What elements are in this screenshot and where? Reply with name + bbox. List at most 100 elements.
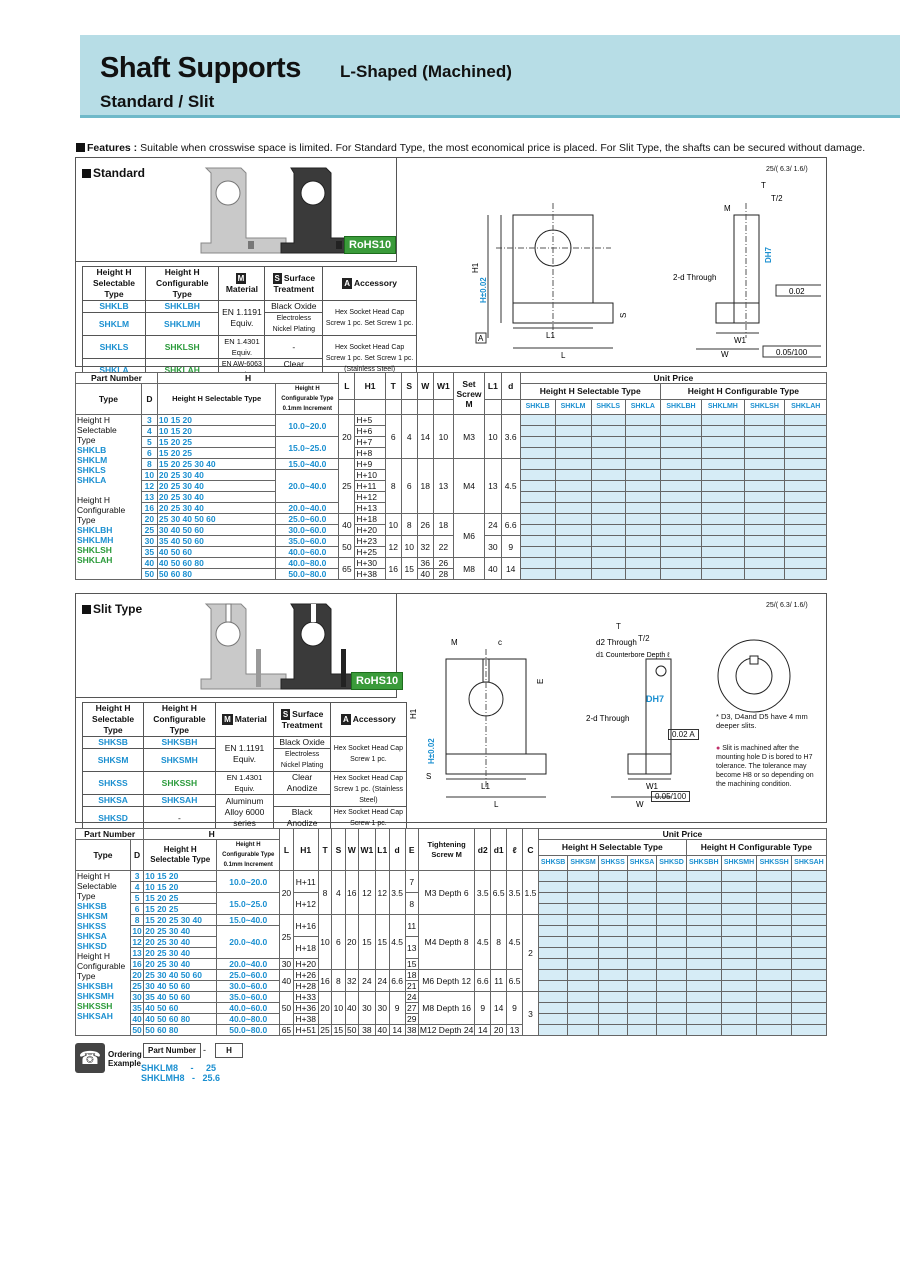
table-cell: M6 — [453, 513, 486, 558]
price-cell — [701, 491, 745, 503]
table-cell: 50 — [344, 1024, 359, 1036]
price-cell — [656, 870, 687, 882]
price-cell — [626, 936, 658, 948]
price-cell — [720, 991, 758, 1003]
table-cell: H+51 — [292, 1024, 319, 1036]
price-cell — [519, 546, 556, 558]
table-cell: 13 — [484, 458, 502, 514]
price-cell — [659, 447, 703, 459]
price-cell — [659, 469, 703, 481]
price-cell — [701, 513, 745, 525]
table-cell: 20 — [317, 991, 333, 1025]
price-cell — [756, 1013, 792, 1025]
dim-m: M — [451, 638, 458, 647]
table-cell: 35.0~60.0 — [275, 535, 340, 547]
price-cell — [624, 480, 661, 492]
price-cell — [590, 535, 626, 547]
table-cell: 15 — [357, 914, 376, 970]
price-cell — [656, 947, 687, 959]
price-cell — [626, 925, 658, 937]
price-cell — [626, 870, 658, 882]
table-cell: 16 — [140, 502, 158, 514]
features-label: Features : — [87, 142, 138, 154]
price-cell — [567, 1024, 599, 1036]
dim-w: W — [721, 350, 729, 359]
price-cell — [756, 903, 792, 915]
price-cell — [790, 870, 828, 882]
table-cell: 8 — [490, 914, 508, 970]
price-cell — [597, 881, 628, 893]
table-cell: 25 — [129, 980, 145, 992]
table-cell: 27 — [404, 1002, 419, 1014]
price-cell — [624, 524, 661, 536]
price-cell — [590, 524, 626, 536]
table-cell: 32 — [416, 535, 434, 558]
price-cell — [784, 557, 827, 569]
price-cell — [567, 969, 599, 981]
price-cell — [624, 491, 661, 503]
table-cell: 6.6 — [388, 969, 406, 992]
table-cell: M4 — [453, 458, 486, 514]
table-cell: 9 — [388, 991, 406, 1025]
price-cell — [519, 557, 556, 569]
price-cell — [537, 914, 569, 926]
label-d2-through: d2 Through — [596, 638, 637, 647]
price-cell — [597, 936, 628, 948]
table-cell: 38 — [357, 1024, 376, 1036]
price-cell — [743, 568, 786, 580]
price-cell — [537, 870, 569, 882]
table-cell: 25.0~60.0 — [275, 513, 340, 525]
price-cell — [756, 870, 792, 882]
table-cell: 12 — [384, 535, 402, 558]
table-cell: 15.0~25.0 — [216, 892, 281, 915]
slit-spec-table: Part Number H L H1 T S W W1 L1 d E Tight… — [74, 828, 828, 1036]
table-cell: H+20 — [354, 524, 386, 536]
table-cell: 3.5 — [474, 870, 492, 915]
dim-h1: H1 — [409, 708, 418, 719]
price-cell — [756, 991, 792, 1003]
table-cell: 9 — [500, 535, 521, 558]
price-cell — [537, 969, 569, 981]
label-2d-through: 2-d Through — [673, 273, 716, 282]
price-cell — [537, 892, 569, 904]
table-cell: M8 Depth 16 — [417, 991, 476, 1025]
slit-title: Slit Type — [82, 602, 142, 616]
table-cell: 6 — [140, 447, 158, 459]
table-cell: 25 — [140, 524, 158, 536]
price-cell — [626, 1013, 658, 1025]
dim-w: W — [636, 800, 644, 809]
standard-product-photo — [200, 167, 366, 254]
table-cell: 30.0~60.0 — [216, 980, 281, 992]
price-cell — [790, 892, 828, 904]
table-cell: 40 — [416, 568, 434, 580]
price-cell — [784, 524, 827, 536]
table-cell: 20 25 30 40 — [143, 925, 218, 937]
price-cell — [626, 892, 658, 904]
price-cell — [554, 568, 592, 580]
table-cell: 18 — [416, 458, 434, 514]
table-cell: 4 — [331, 870, 346, 915]
price-cell — [701, 557, 745, 569]
rohs-badge: RoHS10 — [344, 236, 397, 254]
price-cell — [519, 425, 556, 437]
price-cell — [784, 513, 827, 525]
price-cell — [519, 502, 556, 514]
price-cell — [626, 958, 658, 970]
table-cell: 6 — [129, 903, 145, 915]
table-cell: 35 40 50 60 — [156, 535, 277, 547]
price-cell — [656, 991, 687, 1003]
price-cell — [701, 469, 745, 481]
price-cell — [685, 892, 722, 904]
price-cell — [656, 936, 687, 948]
price-cell — [720, 1013, 758, 1025]
table-cell: H+12 — [292, 892, 319, 915]
dim-l1: L1 — [481, 782, 490, 791]
table-cell: 16 — [317, 969, 333, 992]
table-cell: 10 — [331, 991, 346, 1025]
table-cell: 4.5 — [500, 458, 521, 514]
slit-product-photo — [200, 603, 366, 690]
